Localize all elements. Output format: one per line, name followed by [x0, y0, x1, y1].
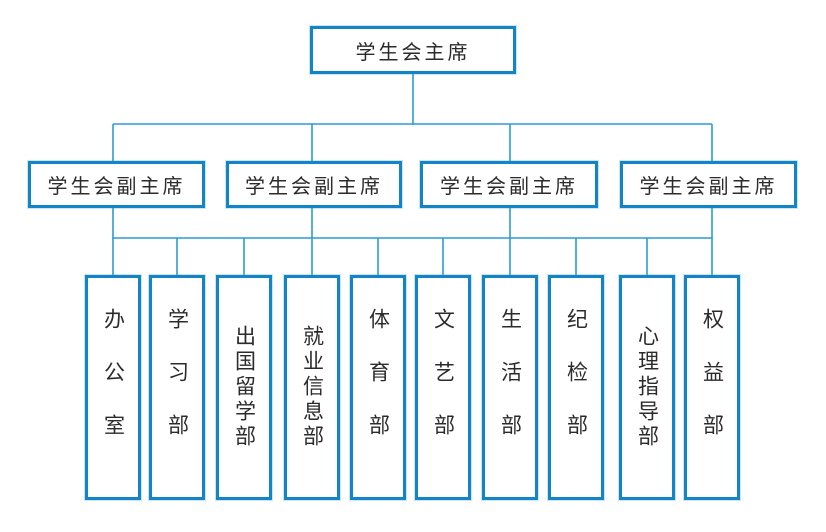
org-box-president: 学生会主席 — [310, 26, 516, 74]
org-box-dept-office: 办公室 — [85, 275, 141, 500]
vice-president-label: 学生会副主席 — [47, 176, 186, 198]
dept-label: 办公室 — [101, 308, 126, 467]
org-box-dept-psych-guidance: 心理指导部 — [619, 275, 675, 500]
org-box-dept-study-abroad: 出国留学部 — [216, 275, 272, 500]
dept-label: 权益部 — [700, 308, 725, 467]
dept-label: 纪检部 — [564, 308, 589, 467]
dept-label: 学习部 — [165, 308, 190, 467]
org-box-vice-president-3: 学生会副主席 — [420, 161, 598, 208]
org-box-vice-president-2: 学生会副主席 — [226, 161, 402, 208]
president-label: 学生会主席 — [355, 41, 471, 64]
dept-label: 出国留学部 — [232, 325, 257, 450]
vice-president-label: 学生会副主席 — [639, 176, 778, 198]
dept-label: 心理指导部 — [635, 325, 660, 450]
org-box-dept-life: 生活部 — [482, 275, 538, 500]
dept-label: 就业信息部 — [300, 325, 325, 450]
dept-label: 体育部 — [366, 308, 391, 467]
org-box-vice-president-4: 学生会副主席 — [620, 161, 797, 208]
vice-president-label: 学生会副主席 — [440, 176, 578, 198]
vice-president-label: 学生会副主席 — [245, 176, 383, 198]
org-box-dept-study: 学习部 — [149, 275, 205, 500]
org-box-dept-rights: 权益部 — [684, 275, 740, 500]
dept-label: 生活部 — [498, 308, 523, 467]
org-box-dept-employment-info: 就业信息部 — [284, 275, 340, 500]
org-box-dept-sports: 体育部 — [350, 275, 406, 500]
dept-label: 文艺部 — [431, 308, 456, 467]
org-box-vice-president-1: 学生会副主席 — [28, 161, 205, 208]
org-box-dept-arts: 文艺部 — [415, 275, 471, 500]
org-box-dept-discipline: 纪检部 — [548, 275, 604, 500]
